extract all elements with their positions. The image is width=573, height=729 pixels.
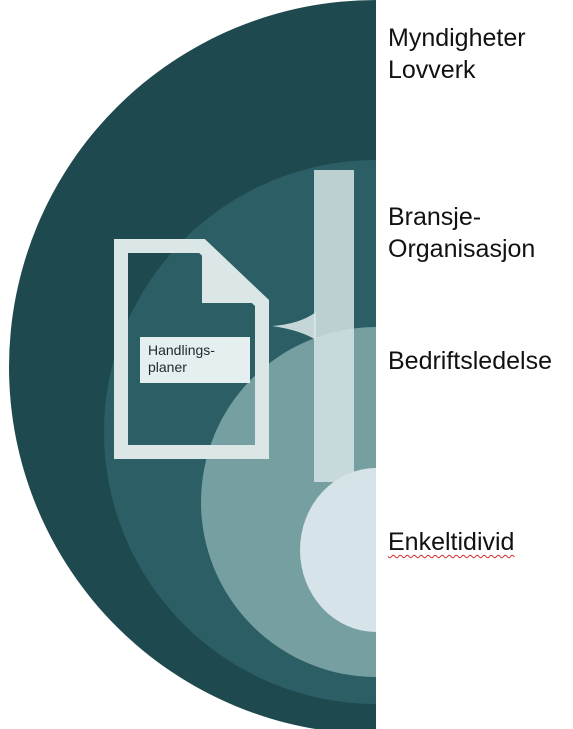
document-icon [114, 239, 269, 459]
level-label-industry-line2: Organisasjon [388, 235, 536, 263]
level-label-authorities-line1: Myndigheter [388, 24, 526, 52]
action-plans-label-line2: planer [148, 359, 187, 375]
connector-arrow [272, 312, 316, 340]
action-plans-label-line1: Handlings- [148, 342, 215, 358]
level-label-management: Bedriftsledelse [388, 345, 552, 377]
level-label-individual: Enkeltidivid [388, 526, 514, 558]
level-label-authorities-line2: Lovverk [388, 56, 476, 84]
connector-bar [314, 170, 354, 482]
level-label-industry: Bransje- Organisasjon [388, 201, 535, 265]
action-plans-label: Handlings- planer [140, 337, 250, 383]
level-label-authorities: Myndigheter Lovverk [388, 22, 526, 86]
inner-core-individual [300, 468, 376, 632]
level-label-individual-line1: Enkeltidivid [388, 528, 515, 556]
level-label-management-line1: Bedriftsledelse [388, 347, 552, 375]
level-label-industry-line1: Bransje- [388, 203, 482, 231]
